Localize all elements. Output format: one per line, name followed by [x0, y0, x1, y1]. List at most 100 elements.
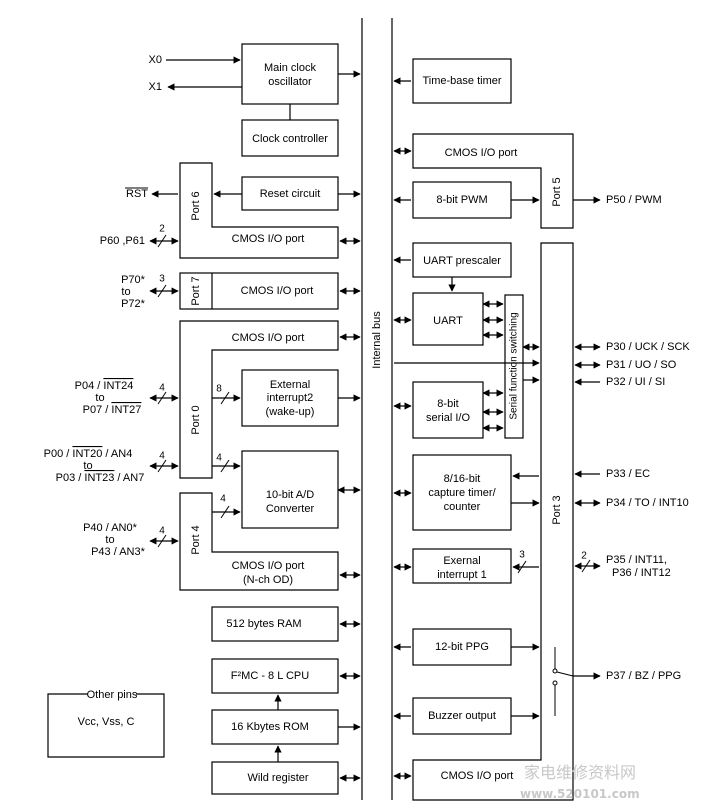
port7-label: Port 7 [190, 276, 202, 305]
bus-width-ext-int1: 3 [519, 550, 525, 561]
port-6: Port 6 CMOS I/O port [179, 162, 339, 259]
buzzer-label: Buzzer output [428, 710, 496, 722]
port0-label: Port 0 [190, 405, 202, 434]
time-base-timer: Time-base timer [412, 58, 512, 104]
port-3: Port 3 CMOS I/O port [412, 242, 574, 801]
pin-p03: P03 / INT23 / AN7 [56, 472, 145, 484]
bus-width-p4-left: 4 [159, 526, 165, 537]
buzzer-output: Buzzer output [412, 697, 512, 735]
bus-width-p0-left: 4 [159, 383, 165, 394]
serial-switch-label: Serial function switching [509, 312, 520, 419]
serial-io-8bit: 8-bit serial I/O [412, 381, 484, 439]
uart-label: UART [433, 315, 463, 327]
bus-width-p7: 3 [159, 274, 165, 285]
internal-bus-label: Internal bus [371, 311, 383, 369]
port6-io-label: CMOS I/O port [232, 233, 305, 245]
bus-width-p6: 2 [159, 224, 165, 235]
pin-x1: X1 [149, 81, 162, 93]
main-osc-line2: oscillator [268, 76, 312, 88]
pwm-label: 8-bit PWM [436, 194, 487, 206]
pwm-8bit: 8-bit PWM [412, 181, 512, 219]
pin-p60: P60 ,P61 [100, 235, 145, 247]
serial-io-line2: serial I/O [426, 412, 470, 424]
pin-p04-to: to [95, 392, 104, 404]
port4-io-line2: (N-ch OD) [243, 574, 293, 586]
pin-p30: P30 / UCK / SCK [606, 341, 690, 353]
ad-converter: 10-bit A/D Converter [241, 450, 339, 529]
capture-timer: 8/16-bit capture timer/ counter [412, 454, 512, 531]
pin-p43: P43 / AN3* [91, 546, 146, 558]
pin-p07: P07 / INT27 [83, 404, 142, 416]
rom-label: 16 Kbytes ROM [231, 721, 309, 733]
port-4: Port 4 CMOS I/O port (N-ch OD) [179, 492, 339, 591]
capture-line1: 8/16-bit [444, 473, 481, 485]
external-interrupt-1: Exernal interrupt 1 [412, 548, 512, 584]
uart-prescaler-label: UART prescaler [423, 255, 501, 267]
pin-x0: X0 [149, 54, 162, 66]
other-pins-list: Vcc, Vss, C [78, 716, 135, 728]
other-pins-title: Other pins [87, 689, 138, 701]
pin-p00: P00 / INT20 / AN4 [44, 448, 133, 460]
pin-p31: P31 / UO / SO [606, 359, 677, 371]
capture-line2: capture timer/ [428, 487, 496, 499]
ext-int2-line1: External [270, 379, 310, 391]
bus-width-p35: 2 [581, 551, 587, 562]
port5-io-label: CMOS I/O port [445, 147, 518, 159]
main-osc-line1: Main clock [264, 62, 316, 74]
port-0: Port 0 CMOS I/O port [179, 320, 339, 479]
watermark-cn: 家电维修资料网 [524, 763, 636, 782]
watermark: 家电维修资料网 www.520101.com [520, 763, 640, 801]
ram-label: 512 bytes RAM [226, 618, 301, 630]
pin-p40-to: to [105, 534, 114, 546]
ext-int2-line3: (wake-up) [266, 406, 315, 418]
rom-block: 16 Kbytes ROM [211, 709, 339, 745]
bus-width-p4-adc: 4 [220, 494, 226, 505]
port4-label: Port 4 [190, 525, 202, 554]
pin-p35: P35 / INT11, [606, 554, 667, 566]
pin-p37: P37 / BZ / PPG [606, 670, 681, 682]
internal-bus: Internal bus [361, 18, 393, 800]
reset-circuit: Reset circuit [241, 176, 339, 211]
port6-label: Port 6 [190, 191, 202, 220]
pin-p70: P70* [121, 274, 146, 286]
pin-p40: P40 / AN0* [83, 522, 138, 534]
external-interrupt-2: External interrupt2 (wake-up) [241, 369, 339, 427]
ext-int1-line2: interrupt 1 [437, 569, 487, 581]
pin-p34: P34 / TO / INT10 [606, 497, 689, 509]
serial-io-line1: 8-bit [437, 398, 458, 410]
wild-register-label: Wild register [247, 772, 308, 784]
other-pins: Other pins Vcc, Vss, C [47, 689, 165, 758]
uart-prescaler: UART prescaler [412, 242, 512, 278]
ppg-label: 12-bit PPG [435, 641, 489, 653]
wild-register: Wild register [211, 761, 339, 795]
pin-p70-to: to [121, 286, 130, 298]
clock-controller-label: Clock controller [252, 133, 328, 145]
ppg-bz-switch [552, 647, 574, 716]
port5-label: Port 5 [551, 177, 563, 206]
ram-block: 512 bytes RAM [211, 606, 339, 642]
pin-p04: P04 / INT24 [75, 380, 134, 392]
serial-function-switching: Serial function switching [504, 294, 524, 439]
pin-p50: P50 / PWM [606, 194, 662, 206]
pin-p32: P32 / UI / SI [606, 376, 665, 388]
uart-block: UART [412, 292, 484, 346]
pin-p36: P36 / INT12 [612, 567, 671, 579]
port7-io-label: CMOS I/O port [241, 285, 314, 297]
port-7: Port 7 CMOS I/O port [179, 272, 339, 310]
reset-circuit-label: Reset circuit [260, 188, 321, 200]
pin-rst: RST [126, 188, 148, 200]
ppg-12bit: 12-bit PPG [412, 628, 512, 666]
timebase-label: Time-base timer [422, 75, 501, 87]
port4-io-line1: CMOS I/O port [232, 560, 305, 572]
adc-line1: 10-bit A/D [266, 489, 314, 501]
port3-label: Port 3 [551, 495, 563, 524]
port0-io-label: CMOS I/O port [232, 332, 305, 344]
adc-line2: Converter [266, 503, 315, 515]
pin-p72: P72* [121, 298, 146, 310]
port3-io-label: CMOS I/O port [441, 770, 514, 782]
main-clock-oscillator: Main clock oscillator [241, 43, 339, 105]
pin-p00-to: to [83, 460, 92, 472]
bus-width-p0-left2: 4 [159, 451, 165, 462]
ext-int1-line1: Exernal [443, 555, 480, 567]
